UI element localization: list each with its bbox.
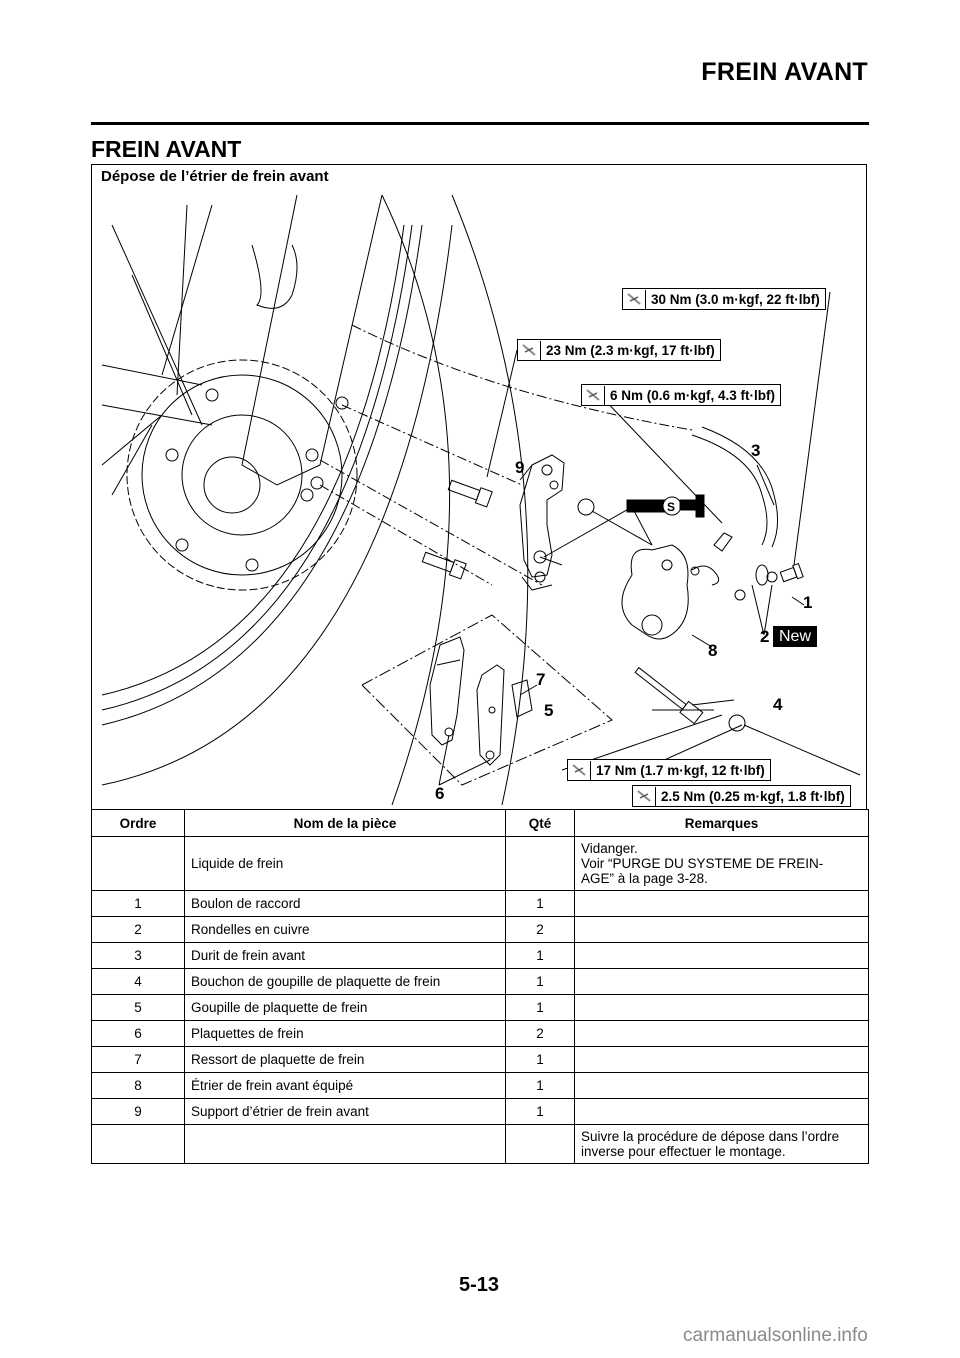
cell-remarks: Vidanger. Voir “PURGE DU SYSTEME DE FREI… xyxy=(574,836,869,891)
cell-order: 5 xyxy=(91,994,185,1021)
table-row: 3 Durit de frein avant 1 xyxy=(91,942,869,969)
section-title: FREIN AVANT xyxy=(91,136,242,162)
table-row: 2 Rondelles en cuivre 2 xyxy=(91,916,869,943)
torque-spec-23nm: 23 Nm (2.3 m·kgf, 17 ft·lbf) xyxy=(517,339,721,361)
cell-qty: 2 xyxy=(505,916,575,943)
svg-text:S: S xyxy=(667,500,675,514)
table-row: 9 Support d’étrier de frein avant 1 xyxy=(91,1098,869,1125)
torque-spec-30nm: 30 Nm (3.0 m·kgf, 22 ft·lbf) xyxy=(622,288,826,310)
cell-name: Bouchon de goupille de plaquette de frei… xyxy=(184,968,506,995)
cell-order: 7 xyxy=(91,1046,185,1073)
table-row: Suivre la procédure de dépose dans l’ord… xyxy=(91,1124,869,1164)
cell-remarks: Suivre la procédure de dépose dans l’ord… xyxy=(574,1124,869,1164)
cell-name: Liquide de frein xyxy=(184,836,506,891)
cell-name: Rondelles en cuivre xyxy=(184,916,506,943)
callout-8: 8 xyxy=(708,641,718,660)
cell-order: 3 xyxy=(91,942,185,969)
cell-remarks xyxy=(574,968,869,995)
cell-qty xyxy=(505,836,575,891)
header-qty: Qté xyxy=(505,809,575,837)
torque-value: 6 Nm (0.6 m·kgf, 4.3 ft·lbf) xyxy=(610,387,776,403)
callout-7: 7 xyxy=(536,670,546,689)
table-row: 7 Ressort de plaquette de frein 1 xyxy=(91,1046,869,1073)
torque-value: 17 Nm (1.7 m·kgf, 12 ft·lbf) xyxy=(596,762,765,778)
callout-4: 4 xyxy=(773,695,783,714)
cell-qty: 1 xyxy=(505,942,575,969)
page-header-title: FREIN AVANT xyxy=(701,58,868,86)
cell-qty xyxy=(505,1124,575,1164)
cell-name: Boulon de raccord xyxy=(184,890,506,917)
callout-2: 2 xyxy=(760,627,770,646)
cell-order: 6 xyxy=(91,1020,185,1047)
table-row: Liquide de frein Vidanger. Voir “PURGE D… xyxy=(91,836,869,891)
brake-caliper-exploded-diagram: S xyxy=(101,194,861,806)
cell-remarks xyxy=(574,994,869,1021)
cell-order: 1 xyxy=(91,890,185,917)
table-row: 8 Étrier de frein avant équipé 1 xyxy=(91,1072,869,1099)
watermark-link[interactable]: carmanualsonline.info xyxy=(683,1325,868,1346)
torque-spec-17nm: 17 Nm (1.7 m·kgf, 12 ft·lbf) xyxy=(567,759,771,781)
page-number: 5-13 xyxy=(459,1274,500,1296)
header-divider xyxy=(91,122,869,125)
table-row: 5 Goupille de plaquette de frein 1 xyxy=(91,994,869,1021)
parts-table: Ordre Nom de la pièce Qté Remarques Liqu… xyxy=(91,809,869,1164)
table-header-row: Ordre Nom de la pièce Qté Remarques xyxy=(91,809,869,837)
header-order: Ordre xyxy=(91,809,185,837)
exploded-diagram-figure: S xyxy=(91,164,867,810)
cell-qty: 2 xyxy=(505,1020,575,1047)
cell-remarks xyxy=(574,1072,869,1099)
table-row: 4 Bouchon de goupille de plaquette de fr… xyxy=(91,968,869,995)
callout-5: 5 xyxy=(544,701,554,720)
torque-wrench-icon xyxy=(518,340,541,360)
torque-value: 30 Nm (3.0 m·kgf, 22 ft·lbf) xyxy=(651,291,820,307)
new-part-badge: New xyxy=(773,626,818,647)
cell-qty: 1 xyxy=(505,1072,575,1099)
cell-remarks xyxy=(574,890,869,917)
torque-value: 2.5 Nm (0.25 m·kgf, 1.8 ft·lbf) xyxy=(661,788,845,804)
cell-remarks xyxy=(574,916,869,943)
callout-3: 3 xyxy=(751,441,761,460)
cell-qty: 1 xyxy=(505,1098,575,1125)
cell-remarks xyxy=(574,1020,869,1047)
cell-order: 9 xyxy=(91,1098,185,1125)
table-row: 6 Plaquettes de frein 2 xyxy=(91,1020,869,1047)
header-part-name: Nom de la pièce xyxy=(184,809,506,837)
torque-spec-2-5nm: 2.5 Nm (0.25 m·kgf, 1.8 ft·lbf) xyxy=(632,785,851,807)
cell-name: Support d’étrier de frein avant xyxy=(184,1098,506,1125)
cell-name: Plaquettes de frein xyxy=(184,1020,506,1047)
cell-order xyxy=(91,836,185,891)
callout-1: 1 xyxy=(803,593,813,612)
cell-name: Étrier de frein avant équipé xyxy=(184,1072,506,1099)
torque-wrench-icon xyxy=(633,786,656,806)
cell-name: Durit de frein avant xyxy=(184,942,506,969)
torque-wrench-icon xyxy=(623,289,646,309)
cell-order: 4 xyxy=(91,968,185,995)
cell-qty: 1 xyxy=(505,994,575,1021)
cell-order xyxy=(91,1124,185,1164)
torque-value: 23 Nm (2.3 m·kgf, 17 ft·lbf) xyxy=(546,342,715,358)
cell-qty: 1 xyxy=(505,968,575,995)
cell-order: 2 xyxy=(91,916,185,943)
header-remarks: Remarques xyxy=(574,809,869,837)
cell-name xyxy=(184,1124,506,1164)
cell-remarks xyxy=(574,1098,869,1125)
table-row: 1 Boulon de raccord 1 xyxy=(91,890,869,917)
cell-name: Ressort de plaquette de frein xyxy=(184,1046,506,1073)
torque-wrench-icon xyxy=(568,760,591,780)
cell-remarks xyxy=(574,942,869,969)
torque-spec-6nm: 6 Nm (0.6 m·kgf, 4.3 ft·lbf) xyxy=(581,384,782,406)
cell-remarks xyxy=(574,1046,869,1073)
cell-order: 8 xyxy=(91,1072,185,1099)
callout-6: 6 xyxy=(435,784,445,803)
figure-caption: Dépose de l’étrier de frein avant xyxy=(101,168,329,185)
cell-qty: 1 xyxy=(505,890,575,917)
callout-9: 9 xyxy=(515,458,525,477)
cell-qty: 1 xyxy=(505,1046,575,1073)
torque-wrench-icon xyxy=(582,385,605,405)
cell-name: Goupille de plaquette de frein xyxy=(184,994,506,1021)
